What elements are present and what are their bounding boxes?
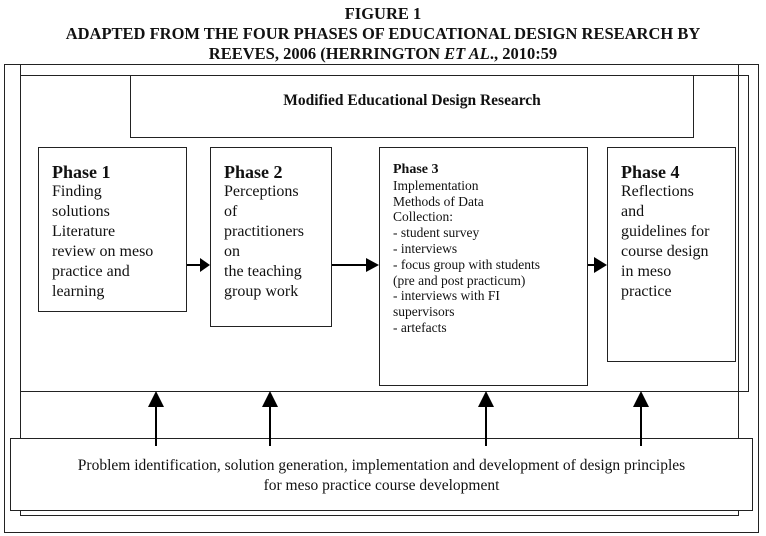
arrowhead-icon (633, 391, 649, 407)
phase-body: Perceptions of practitioners on the teac… (224, 183, 304, 300)
outer-frame (4, 64, 759, 533)
diagram-title: Modified Educational Design Research (130, 75, 694, 138)
phase-heading: Phase 1 (52, 162, 111, 182)
figure-label: FIGURE 1 (344, 4, 422, 23)
caption-text: ., 2010:59 (489, 44, 558, 63)
phase-body: Implementation Methods of Data Collectio… (393, 177, 540, 335)
phase-heading: Phase 4 (621, 162, 680, 182)
phase-1-box (38, 147, 187, 312)
bottom-line2: for meso practice course development (263, 477, 500, 494)
arrowhead-icon (594, 257, 607, 273)
phase-2-box (210, 147, 332, 327)
phase-4-box (607, 147, 736, 362)
phase-body: Reflections and guidelines for course de… (621, 183, 710, 300)
figure-caption-line2: REEVES, 2006 (HERRINGTON ET AL., 2010:59 (0, 44, 766, 64)
phase-body: Finding solutions Literature review on m… (52, 183, 154, 300)
bottom-line1: Problem identification, solution generat… (77, 457, 686, 474)
bottom-box: Problem identification, solution generat… (10, 438, 753, 511)
caption-text: REEVES, 2006 (HERRINGTON (208, 44, 445, 63)
phase-heading: Phase 3 (393, 162, 439, 177)
arrowhead-icon (262, 391, 278, 407)
caption-italic: ET AL (444, 44, 490, 63)
arrowhead-icon (478, 391, 494, 407)
arrowhead-icon (366, 258, 379, 272)
figure-caption-line1: ADAPTED FROM THE FOUR PHASES OF EDUCATIO… (65, 24, 701, 43)
phase-3-box (379, 147, 588, 386)
arrowhead-icon (200, 258, 210, 272)
phase-heading: Phase 2 (224, 162, 283, 182)
arrowhead-icon (148, 391, 164, 407)
